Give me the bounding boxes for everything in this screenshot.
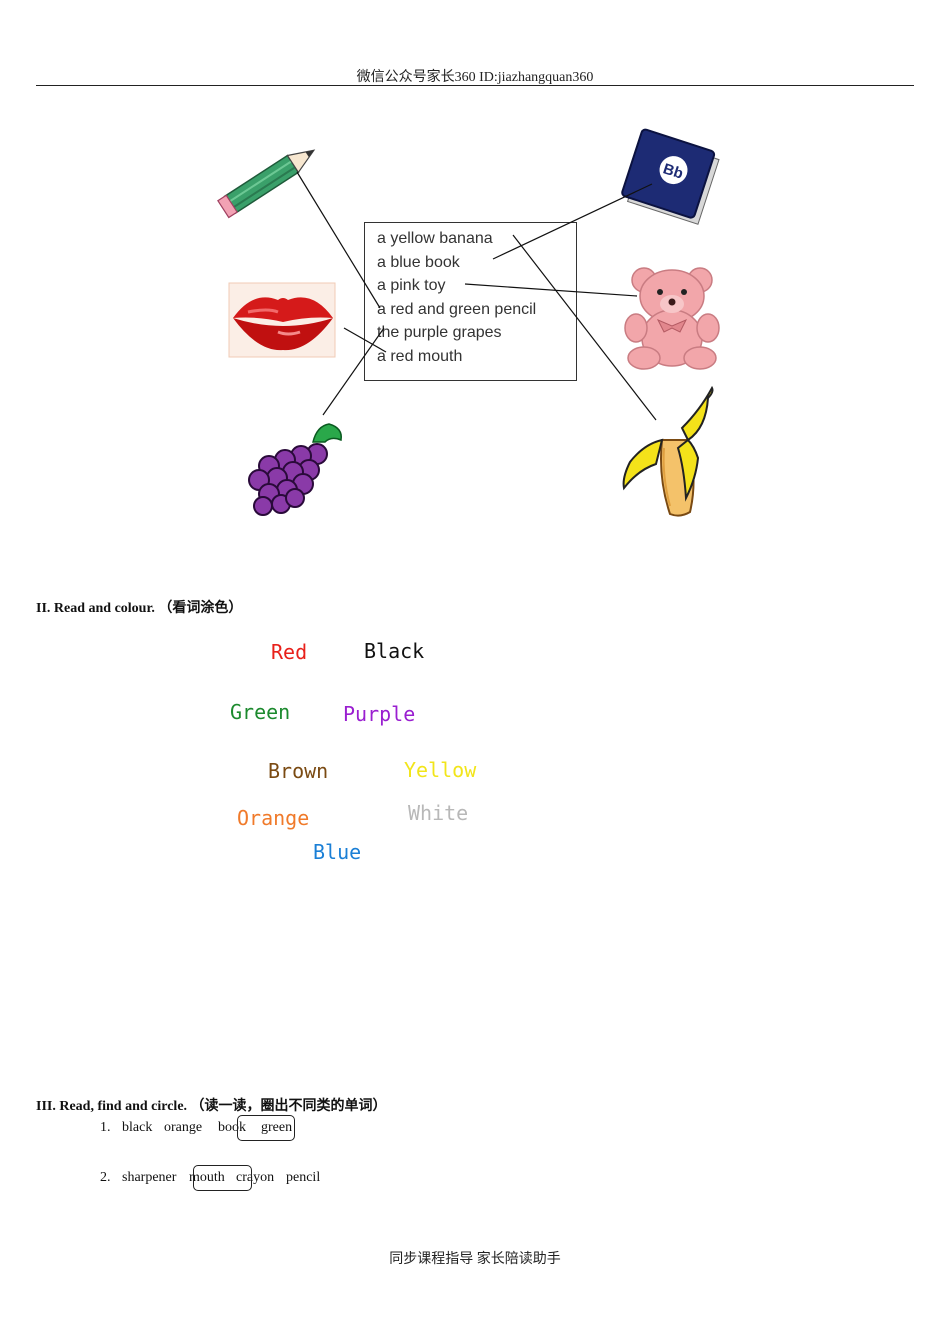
list-item: 2. sharpener mouth crayon pencil — [100, 1170, 360, 1190]
match-line-grapes — [322, 327, 385, 416]
lips-icon — [228, 282, 336, 358]
phrase-yellow-banana: a yellow banana — [377, 230, 493, 247]
word: book — [218, 1120, 246, 1135]
pencil-icon — [217, 149, 316, 219]
page-header: 微信公众号家长360 ID:jiazhangquan360 — [356, 70, 594, 85]
colour-word-orange: Orange — [237, 806, 310, 830]
word: pencil — [286, 1170, 321, 1185]
phrase-purple-grapes: the purple grapes — [377, 324, 502, 341]
list-item: 1. black orange book green — [100, 1120, 360, 1140]
book-label: Bb — [661, 160, 685, 182]
match-line-banana — [512, 234, 657, 421]
match-line-book — [492, 183, 653, 260]
phrase-blue-book: a blue book — [377, 254, 460, 271]
grapes-icon — [248, 423, 342, 516]
matching-lines — [296, 171, 657, 421]
match-line-pencil — [296, 171, 381, 309]
colour-word-white: White — [408, 801, 469, 825]
match-line-bear — [464, 283, 638, 297]
phrase-red-mouth: a red mouth — [377, 348, 463, 365]
colour-word-purple: Purple — [343, 702, 416, 726]
word: crayon — [236, 1170, 275, 1185]
colour-word-blue: Blue — [313, 840, 362, 864]
teddy-bear-icon — [624, 267, 720, 370]
banana-icon — [622, 385, 714, 517]
word: orange — [164, 1120, 203, 1135]
word: black — [122, 1120, 153, 1135]
item-number: 2. — [100, 1170, 111, 1185]
word: sharpener — [122, 1170, 177, 1185]
colour-word-brown: Brown — [268, 759, 329, 783]
item-number: 1. — [100, 1120, 111, 1135]
colour-word-yellow: Yellow — [404, 758, 477, 782]
section-2-title: II. Read and colour. （看词涂色） — [36, 601, 243, 616]
word: mouth — [189, 1170, 225, 1185]
word: green — [261, 1120, 293, 1135]
section-3-title: III. Read, find and circle. （读一读，圈出不同类的单… — [36, 1099, 387, 1114]
answer-circle — [237, 1115, 295, 1141]
answer-circle — [193, 1165, 252, 1191]
page-footer: 同步课程指导 家长陪读助手 — [389, 1252, 561, 1267]
phrase-box: a yellow banana a blue book a pink toy a… — [364, 222, 577, 381]
match-line-lips — [343, 327, 387, 353]
phrase-red-green-pencil: a red and green pencil — [377, 301, 537, 318]
colour-word-black: Black — [364, 639, 425, 663]
header-divider — [36, 85, 914, 86]
phrase-pink-toy: a pink toy — [377, 277, 446, 294]
colour-word-red: Red — [271, 640, 308, 664]
colour-word-green: Green — [230, 700, 291, 724]
book-icon: Bb — [621, 128, 720, 225]
